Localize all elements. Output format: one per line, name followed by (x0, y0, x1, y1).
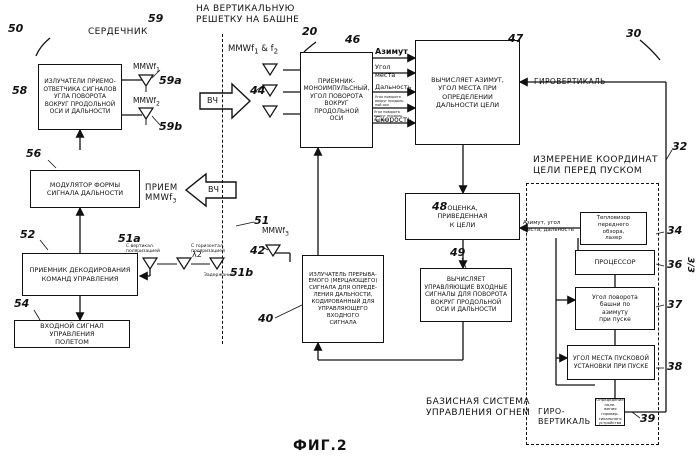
ref-49: 49 (450, 246, 465, 259)
range-waveform-modulator-box: МОДУЛЯТОР ФОРМЫ СИГНАЛА ДАЛЬНОСТИ (30, 170, 140, 208)
ref-59: 59 (148, 12, 163, 25)
monopulse-receiver-box: ПРИЕМНИК- МОНОИМПУЛЬСНЫЙ, УГОЛ ПОВОРОТА … (300, 52, 373, 148)
azimuth-elevation-computer-box: ВЫЧИСЛЯЕТ АЗИМУТ, УГОЛ МЕСТА ПРИ ОПРЕДЕЛ… (415, 40, 520, 145)
gyro-top-label: ГИРОВЕРТИКАЛЬ (534, 77, 606, 86)
flight-control-input-box: ВХОДНОЙ СИГНАЛ УПРАВЛЕНИЯ ПОЛЕТОМ (14, 320, 130, 348)
ref-48: 48 (432, 200, 447, 213)
thermal-imager-laser-box: Тепловизор переднего обзора, лазер (580, 212, 647, 245)
base-fire-control-label: БАЗИСНАЯ СИСТЕМА УПРАВЛЕНИЯ ОГНЕМ (426, 397, 530, 419)
elevation-bus-label: Угол места (375, 64, 395, 80)
ref-36: 36 (667, 258, 682, 271)
hf-left-label: ВЧ (208, 185, 219, 195)
horizontal-pol-label: С горизонтал. поляризацией (191, 244, 225, 255)
target-estimate-box: ОЦЕНКА, ПРИВЕДЕННАЯ К ЦЕЛИ (405, 193, 520, 240)
ref-54: 54 (14, 297, 29, 310)
figure-caption: ФИГ.2 (293, 438, 348, 454)
ref-51a: 51a (118, 232, 141, 245)
gyro-position-box: Опредедение поле- жения гировер- тикальн… (595, 398, 625, 426)
hf-right-label: ВЧ (207, 96, 218, 106)
azimuth-elev-range-label: Азимут, угол места, дальность (523, 220, 574, 233)
mmwf2-label: MMWf2 (133, 96, 160, 108)
transponder-emitters-box: ИЗЛУЧАТЕЛИ ПРИЕМО- ОТВЕТЧИКА СИГНАЛОВ УГ… (38, 64, 122, 130)
ref-34: 34 (667, 224, 682, 237)
measurement-header: ИЗМЕРЕНИЕ КООРДИНАТ ЦЕЛИ ПЕРЕД ПУСКОМ (533, 155, 658, 177)
ref-20: 20 (302, 25, 317, 38)
ref-46: 46 (345, 33, 360, 46)
mmwf3-label: MMWf3 (262, 226, 289, 238)
turret-azimuth-box: Угол поворота башни по азимуту при пуске (575, 287, 655, 330)
tower-boundary-line (222, 34, 223, 344)
ref-38: 38 (667, 360, 682, 373)
ref-58: 58 (12, 84, 27, 97)
speed-bus-label: Скорость (375, 115, 412, 124)
ref-40: 40 (258, 312, 273, 325)
launcher-elevation-box: УГОЛ МЕСТА ПУСКОВОЙ УСТАНОВКИ ПРИ ПУСКЕ (567, 345, 655, 380)
azimuth-bus-label: Азимут (375, 47, 408, 57)
ref-51: 51 (254, 214, 269, 227)
ref-42: 42 (250, 244, 265, 257)
ref-51b: 51b (230, 266, 253, 279)
ref-44: 44 (250, 84, 265, 97)
sheet-number: 3/3 (685, 257, 695, 273)
tower-header: НА ВЕРТИКАЛЬНУЮ РЕШЕТКУ НА БАШНЕ (196, 4, 299, 26)
ref-32: 32 (672, 140, 687, 153)
ref-47: 47 (508, 32, 523, 45)
ref-59b: 59b (159, 120, 182, 133)
ref-37: 37 (667, 298, 682, 311)
mmwf12-label: MMWf1 & f2 (228, 44, 278, 56)
control-signal-computer-box: ВЫЧИСЛЯЕТ УПРАВЛЯЮЩИЕ ВХОДНЫЕ СИГНАЛЫ ДЛ… (420, 268, 512, 322)
mmwf1-label: MMWf1 (133, 62, 160, 74)
core-header: СЕРДЕЧНИК (88, 27, 148, 38)
ref-30: 30 (626, 27, 641, 40)
roll-bus-label: Угол поворота вокруг продоль- ной оси (375, 95, 404, 107)
ref-59a: 59a (159, 74, 182, 87)
command-decoder-receiver-box: ПРИЕМНИК ДЕКОДИРОВАНИЯ КОМАНД УПРАВЛЕНИЯ (22, 253, 138, 296)
pulsed-signal-emitter-box: ИЗЛУЧАТЕЛЬ ПРЕРЫВА- ЕМОГО (МЕРЦАЮЩЕГО) С… (302, 255, 384, 343)
ref-39: 39 (640, 412, 655, 425)
processor-box: ПРОЦЕССОР (575, 250, 655, 275)
ref-56: 56 (26, 147, 41, 160)
range-bus-label: Дальность (375, 84, 411, 92)
ref-50: 50 (8, 22, 23, 35)
ref-52: 52 (20, 228, 35, 241)
gyro-bottom-label: ГИРО- ВЕРТИКАЛЬ (538, 407, 591, 426)
receive-label: ПРИЕМ MMWf3 (145, 183, 178, 205)
